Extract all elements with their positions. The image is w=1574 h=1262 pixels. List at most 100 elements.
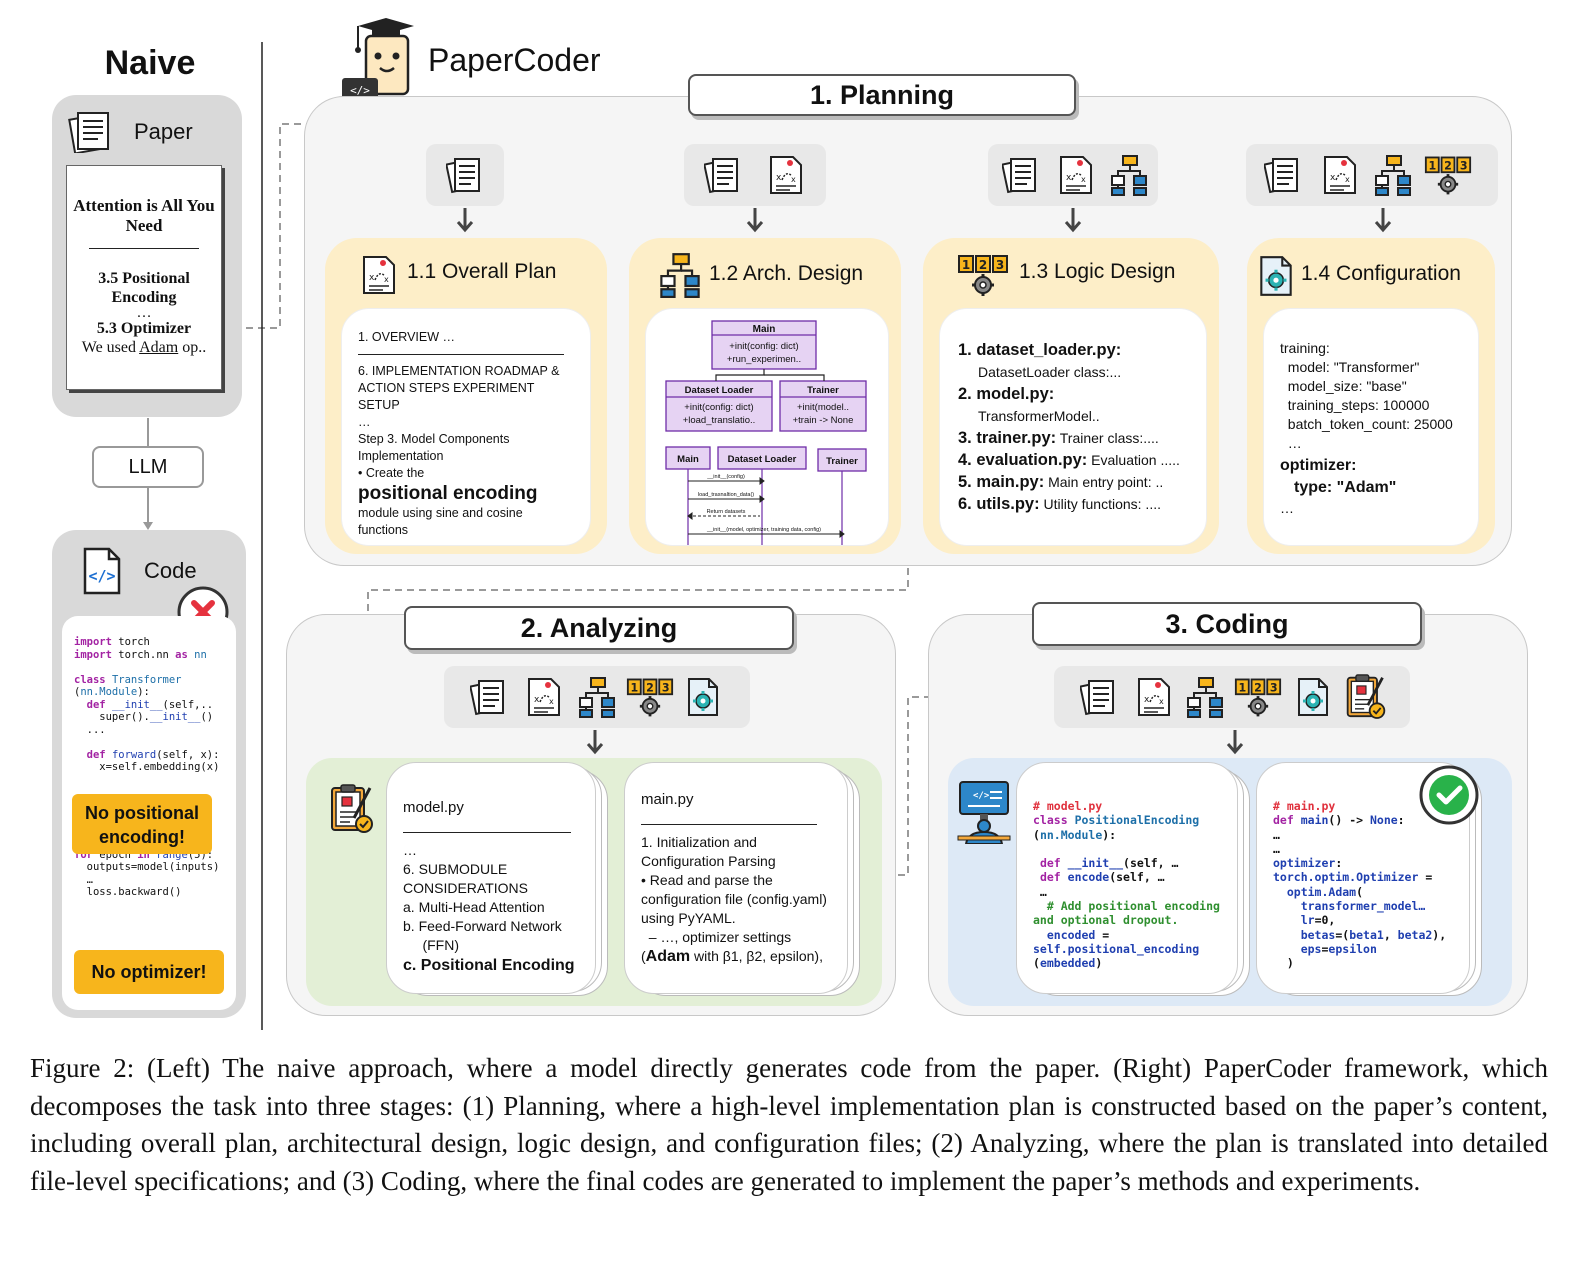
paper-icon — [1080, 680, 1114, 716]
uml-trainer-class: Trainer — [807, 385, 839, 396]
planning-1-inputs — [426, 144, 504, 206]
config-line: model_size: "base" — [1280, 378, 1407, 394]
naive-paper-panel: Paper Attention is All You Need 3.5 Posi… — [52, 95, 242, 417]
clipboard-icon — [1346, 674, 1386, 719]
seq-msg-4: __init__(model, optimizer, training data… — [706, 527, 821, 533]
logic-item-file: 1. dataset_loader.py: — [958, 341, 1122, 359]
paper-icon — [1264, 158, 1298, 194]
logic-item-desc: Main entry point: .. — [1044, 474, 1164, 490]
analysis-model-item: b. Feed-Forward Network — [403, 918, 562, 934]
analysis-model-highlight: c. Positional Encoding — [403, 957, 575, 974]
svg-text:x: x — [534, 695, 540, 705]
code-file-icon: </> — [83, 547, 121, 595]
seq-trainer: Trainer — [826, 456, 858, 467]
svg-text:3: 3 — [1460, 159, 1468, 172]
arch-design-title: 1.2 Arch. Design — [709, 262, 864, 285]
svg-text:x: x — [1330, 173, 1336, 183]
svg-text:x: x — [1066, 173, 1072, 183]
analysis-main-line: • Read and parse the configuration file … — [641, 872, 827, 926]
code-label: Code — [144, 558, 197, 583]
architecture-icon — [579, 677, 615, 718]
uml-trainer-method-1: +init(model.. — [797, 402, 849, 413]
svg-text:x: x — [791, 175, 796, 184]
analysis-main-line: 1. Initialization and Configuration Pars… — [641, 834, 776, 869]
paper-stack-icon — [68, 112, 109, 153]
naive-title: Naive — [104, 44, 196, 82]
config-line: model: "Transformer" — [1280, 359, 1420, 375]
configuration-title: 1.4 Configuration — [1301, 262, 1461, 285]
svg-text:1: 1 — [1428, 159, 1436, 172]
logic-item: 6. utils.py: Utility functions: .... — [958, 493, 1206, 515]
svg-text:x: x — [1345, 175, 1350, 184]
config-lines: training: model: "Transformer" model_siz… — [1280, 339, 1478, 453]
svg-text:x: x — [776, 173, 782, 183]
plan-line-create: • Create the — [358, 466, 425, 480]
analysis-main-tail: with β1, β2, epsilon), — [690, 948, 823, 964]
success-check-icon — [1419, 765, 1479, 825]
paper-text-before: We used — [81, 339, 140, 356]
configuration-content: training: model: "Transformer" model_siz… — [1263, 308, 1479, 546]
arrow-down-icon — [746, 208, 764, 233]
paper-text-adam: Adam — [139, 339, 179, 356]
config-icon — [688, 678, 718, 716]
uml-loader-method-2: +load_translatio.. — [683, 415, 756, 426]
svg-text:x: x — [1081, 175, 1086, 184]
arrow-down-icon — [586, 730, 604, 755]
plan-line-roadmap: 6. IMPLEMENTATION ROADMAP & ACTION STEPS… — [358, 364, 560, 412]
arrow-down-icon — [1374, 208, 1392, 233]
logic-item-file: 5. main.py: — [958, 473, 1045, 491]
analyzing-title: 2. Analyzing — [404, 606, 794, 650]
coder-monitor-icon: </> — [957, 781, 1011, 844]
coding-title: 3. Coding — [1032, 602, 1422, 646]
architecture-icon — [660, 253, 700, 298]
plan-line-step3: Step 3. Model Components Implementation — [358, 432, 510, 463]
analysis-model-item: a. Multi-Head Attention — [403, 899, 545, 915]
architecture-icon — [1187, 677, 1223, 718]
svg-text:1: 1 — [630, 681, 638, 694]
config-line: batch_token_count: 25000 — [1280, 416, 1453, 432]
config-optimizer-type: type: "Adam" — [1294, 479, 1397, 496]
svg-text:2: 2 — [646, 681, 654, 694]
uml-loader-method-1: +init(config: dict) — [684, 402, 753, 413]
analysis-main-adam: Adam — [645, 948, 691, 965]
logic-item-file: 3. trainer.py: — [958, 429, 1057, 447]
logic-item: 4. evaluation.py: Evaluation ..... — [958, 449, 1206, 471]
logic-item-file: 2. model.py: — [958, 385, 1055, 403]
paper-card: Attention is All You Need 3.5 Positional… — [66, 165, 222, 390]
naive-code-panel: </> Code import torch import torch.nn as… — [52, 530, 246, 1018]
planning-title: 1. Planning — [688, 74, 1076, 116]
uml-main-method-1: +init(config: dict) — [729, 341, 798, 352]
svg-text:x: x — [384, 275, 389, 284]
svg-text:1: 1 — [962, 258, 970, 272]
analysis-model-line: 6. SUBMODULE CONSIDERATIONS — [403, 861, 528, 896]
clipboard-icon — [331, 784, 373, 833]
paper-card-title: Attention is All You Need — [73, 196, 215, 235]
analysis-model-item: (FFN) — [403, 937, 459, 953]
seq-msg-2: load_trasnaltion_data() — [698, 492, 754, 498]
warning-no-optimizer: No optimizer! — [74, 950, 224, 994]
seq-msg-3: Return datasets — [707, 509, 746, 515]
analysis-main-filename: main.py — [641, 791, 694, 808]
analysis-main-highlight-line: (Adam with β1, β2, epsilon), — [641, 947, 837, 966]
plan-highlight: positional encoding — [358, 483, 538, 504]
architecture-icon — [1375, 155, 1411, 196]
arrow-down-icon — [1226, 730, 1244, 755]
analysis-model-filename: model.py — [403, 799, 464, 816]
config-line: training: — [1280, 340, 1330, 356]
logic-design-content: 1. dataset_loader.py: DatasetLoader clas… — [939, 308, 1207, 546]
svg-text:3: 3 — [1270, 681, 1278, 694]
logic-item: 1. dataset_loader.py: DatasetLoader clas… — [958, 339, 1206, 383]
logic-item-file: 4. evaluation.py: — [958, 451, 1088, 469]
paper-card-section: 3.5 Positional Encoding — [98, 270, 190, 306]
